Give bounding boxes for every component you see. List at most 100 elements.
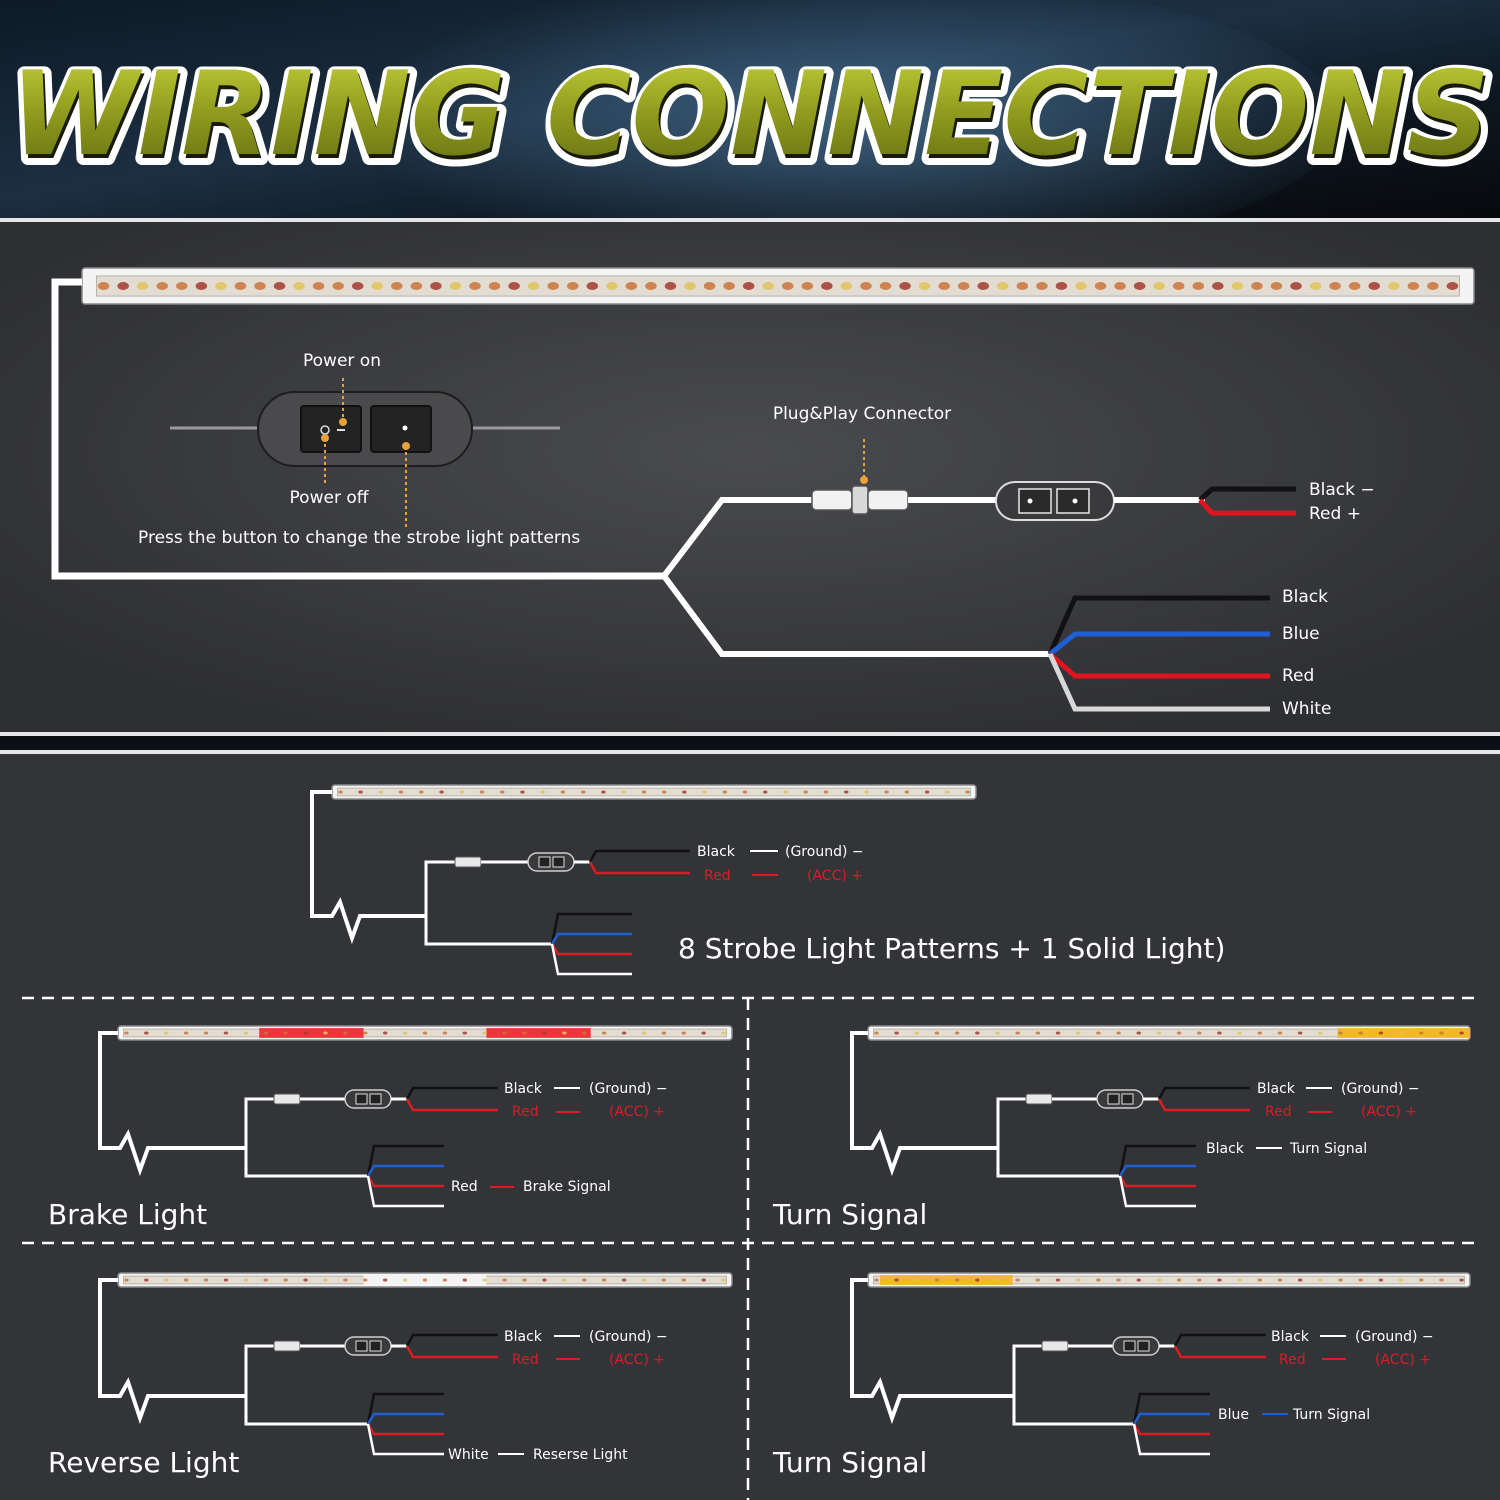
mini-harness-wire-3 [1132, 1423, 1210, 1456]
bar-led [1318, 1278, 1323, 1282]
mini-harness-wire-1 [366, 1412, 444, 1425]
mini-harness-wire-1 [550, 932, 632, 945]
bar-highlight [486, 1028, 591, 1038]
bar-led [215, 282, 227, 290]
bar-led [1427, 282, 1439, 290]
mini-switch-button [355, 1093, 368, 1105]
bar-led [542, 1031, 547, 1035]
harness-wire-label-white: White [1282, 699, 1331, 719]
p3-acc-label: (ACC) + [1375, 1352, 1431, 1368]
bar-led [1446, 282, 1459, 290]
bar-led [263, 1278, 268, 1282]
bar-led [1358, 1278, 1363, 1282]
bar-led [762, 282, 774, 290]
bar-led [954, 1031, 960, 1035]
bar-led [1096, 1278, 1101, 1282]
bar-led [1136, 1278, 1141, 1282]
mini-harness-wire-2 [1118, 1175, 1196, 1188]
bar-led [1116, 1031, 1121, 1035]
bar-led [701, 1031, 706, 1035]
bar-led [586, 282, 599, 290]
bar-led [97, 282, 110, 290]
strobe-labels: Black (Ground) − Red (ACC) + [697, 844, 864, 884]
led-light-bar [81, 267, 1475, 305]
bar-led [977, 282, 990, 290]
bar-led [860, 282, 872, 290]
bar-led [243, 1278, 249, 1282]
bar-led [924, 790, 930, 794]
bar-led [124, 1031, 129, 1035]
bar-led [1035, 1278, 1041, 1282]
bar-highlight [259, 1028, 364, 1038]
p2-black-label: Black [504, 1329, 543, 1345]
bar-led [430, 282, 442, 290]
bar-led [957, 282, 970, 290]
bar-led [1277, 1031, 1283, 1035]
bar-led [904, 790, 910, 794]
connector-label: Plug&Play Connector [773, 404, 951, 424]
strobe-black-label: Black [697, 844, 736, 860]
bar-led [1358, 1031, 1363, 1035]
bar-led [899, 282, 911, 290]
bar-led [580, 790, 586, 794]
bar-led [702, 790, 707, 794]
bar-led [1094, 282, 1107, 290]
bar-led [1055, 1031, 1061, 1035]
bar-led [601, 1031, 607, 1035]
bar-led [469, 282, 481, 290]
bar-led [351, 282, 364, 290]
bar-led [442, 1278, 448, 1282]
p2-ground-label: (Ground) − [589, 1329, 668, 1345]
bar-led [884, 790, 889, 794]
bar-led [1133, 282, 1146, 290]
bar-led [625, 282, 638, 290]
bar-led [703, 282, 716, 290]
mini-upper-branch [424, 860, 455, 916]
bar-highlight [880, 1275, 1013, 1285]
bar-led [203, 1031, 209, 1035]
strobe-ground-label: (Ground) − [785, 844, 864, 860]
mini-harness-wire-2 [550, 943, 632, 956]
mini-black-wire [405, 1333, 498, 1347]
mini-harness-wire-3 [1118, 1175, 1196, 1208]
bar-led [156, 282, 169, 290]
bar-led [606, 282, 618, 290]
mini-switch-button [1137, 1340, 1150, 1352]
bar-led [840, 282, 853, 290]
bar-led [488, 282, 501, 290]
bar-led [914, 1278, 919, 1282]
bar-led [1036, 282, 1048, 290]
mini-red-wire [1173, 1345, 1266, 1359]
bar-led [1419, 1031, 1424, 1035]
p0-black-label: Black [504, 1081, 543, 1097]
mini-connector [273, 1340, 301, 1352]
bar-led [203, 1278, 209, 1282]
bar-led [601, 790, 606, 794]
mini-harness-wire-2 [1132, 1423, 1210, 1436]
bar-led [723, 282, 735, 290]
panel-title-reverse: Reverse Light [48, 1446, 239, 1479]
mini-switch-button [355, 1340, 368, 1352]
mini-switch [1112, 1336, 1160, 1356]
bar-led [721, 1031, 726, 1035]
bar-led [358, 790, 363, 794]
bar-led [1378, 1278, 1384, 1282]
bar-led [500, 790, 505, 794]
bar-led [664, 282, 677, 290]
bar-led [176, 282, 188, 290]
bar-led [522, 1031, 527, 1035]
mini-harness-wire-0 [550, 912, 632, 945]
bar-led [303, 1278, 308, 1282]
bar-led [1172, 282, 1185, 290]
bar-led [621, 790, 626, 794]
bar-led [1338, 1278, 1343, 1282]
bar-led [1318, 1031, 1323, 1035]
mini-cable [850, 1031, 998, 1177]
panel-title-brake: Brake Light [48, 1198, 207, 1231]
lower-branch-cable [661, 574, 1050, 657]
p1-signal-label: Turn Signal [1289, 1141, 1367, 1157]
p1-acc-label: (ACC) + [1361, 1104, 1417, 1120]
bar-led [560, 790, 566, 794]
bar-led [1016, 282, 1029, 290]
